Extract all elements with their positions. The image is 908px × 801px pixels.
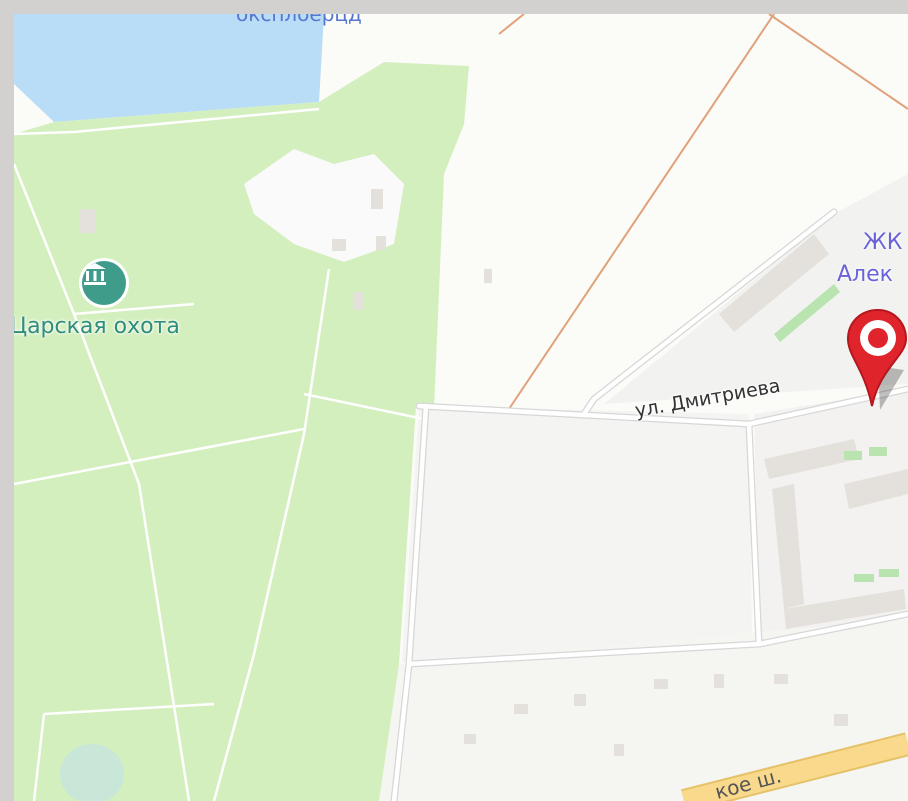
- buildings: [79, 189, 908, 756]
- roads: [391, 209, 908, 801]
- highway[interactable]: [681, 734, 908, 801]
- complex-greenery: [774, 284, 899, 582]
- park-pond: [60, 744, 124, 801]
- location-pin-icon[interactable]: [844, 306, 908, 416]
- complex-label-line2[interactable]: Алек: [837, 262, 893, 287]
- complex-label-line1[interactable]: ЖК: [863, 230, 903, 255]
- water-body: [14, 14, 324, 122]
- park-paths: [14, 107, 425, 801]
- block-center: [402, 406, 752, 662]
- map-canvas[interactable]: [14, 14, 908, 801]
- museum-icon[interactable]: [82, 261, 126, 305]
- park-clearing: [244, 149, 404, 262]
- poi-label[interactable]: Царская охота: [14, 314, 180, 339]
- top-area-label: оксплоерцд: [236, 14, 362, 26]
- block-south: [379, 619, 908, 801]
- rail-lines: [498, 14, 908, 410]
- map-viewport[interactable]: оксплоерцд Царская охота ЖК Алек ул. Дми…: [14, 14, 908, 801]
